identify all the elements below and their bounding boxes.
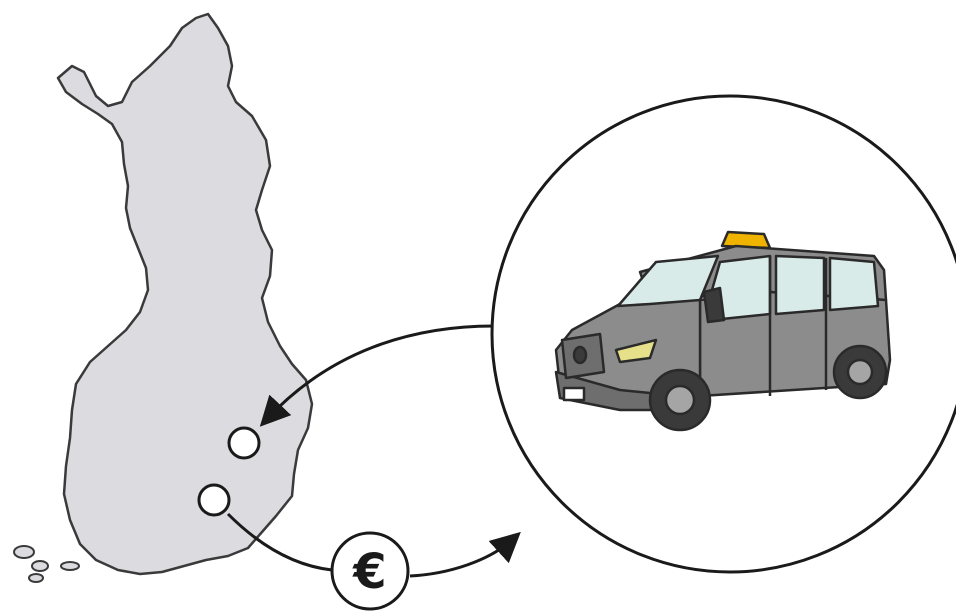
aland-islands (14, 546, 79, 582)
wheel-front (650, 370, 710, 430)
finland-map (14, 14, 312, 582)
arrow-payment-right (410, 540, 512, 576)
euro-icon: € (352, 544, 386, 600)
location-marker-south (199, 485, 229, 515)
wheel-rear (834, 346, 886, 398)
location-marker-north (229, 428, 259, 458)
finland-outline (58, 14, 312, 574)
euro-coin: € (332, 533, 408, 609)
